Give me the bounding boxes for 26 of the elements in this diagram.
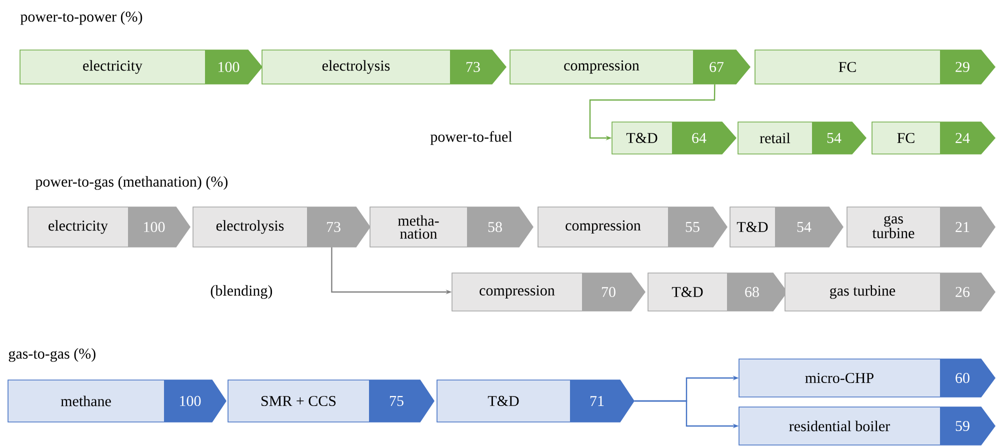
chevron-box: residential boiler 59 bbox=[738, 406, 996, 446]
chevron-box: metha- nation 58 bbox=[370, 206, 534, 248]
section-label: power-to-gas (methanation) (%) bbox=[35, 176, 228, 190]
chevron-box: T&D 64 bbox=[612, 122, 737, 154]
chevron-box: compression 67 bbox=[510, 50, 751, 84]
chevron-box: gas turbine 21 bbox=[846, 206, 996, 248]
section-label: (blending) bbox=[210, 285, 272, 299]
chevron-box: FC 24 bbox=[872, 122, 996, 154]
chevron-box: retail 54 bbox=[738, 122, 867, 154]
section-label: gas-to-gas (%) bbox=[8, 348, 96, 362]
chevron-box: micro-CHP 60 bbox=[738, 358, 996, 398]
chevron-box: FC 29 bbox=[754, 50, 996, 84]
chevron-box: gas turbine 26 bbox=[784, 272, 996, 312]
chevron-box: T&D 68 bbox=[648, 272, 788, 312]
chevron-box: compression 70 bbox=[452, 272, 646, 312]
chevron-box: compression 55 bbox=[538, 206, 728, 248]
chevron-box: methane 100 bbox=[8, 380, 226, 422]
chevron-box: T&D 71 bbox=[436, 380, 634, 422]
chevron-box: T&D 54 bbox=[730, 206, 844, 248]
chevron-box: electricity 100 bbox=[20, 50, 263, 84]
section-label: power-to-power (%) bbox=[20, 11, 142, 25]
chevron-box: SMR + CCS 75 bbox=[228, 380, 434, 422]
chevron-box: electrolysis 73 bbox=[192, 206, 370, 248]
section-label: power-to-fuel bbox=[430, 131, 512, 145]
chevron-box: electricity 100 bbox=[28, 206, 190, 248]
chevron-box: electrolysis 73 bbox=[262, 50, 507, 84]
